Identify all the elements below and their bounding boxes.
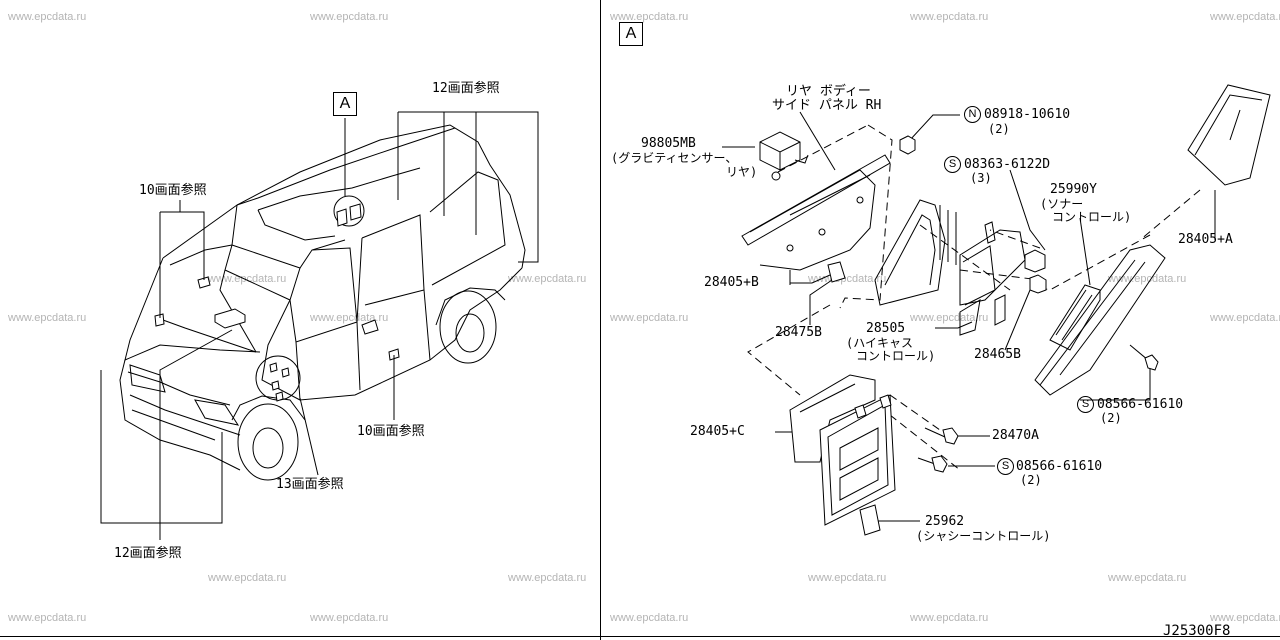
watermark: www.epcdata.ru xyxy=(1108,572,1187,584)
part-28405a: 28405+A xyxy=(1178,232,1233,247)
watermark: www.epcdata.ru xyxy=(310,312,389,324)
part-08566-61610-upper: 08566-61610 xyxy=(1097,397,1184,412)
ref-page13: 13画面参照 xyxy=(276,477,344,492)
part-08363-6122d: 08363-6122D xyxy=(964,157,1051,172)
watermark: www.epcdata.ru xyxy=(910,312,989,324)
rear-body-panel-label-2: サイド パネル RH xyxy=(772,98,882,113)
watermark: www.epcdata.ru xyxy=(208,273,287,285)
part-28475b: 28475B xyxy=(775,325,822,340)
screw-symbol: S xyxy=(1077,396,1094,413)
ref-page10-left: 10画面参照 xyxy=(139,183,207,198)
part-08566-lower-qty: (2) xyxy=(1020,473,1042,487)
ref-page12-top: 12画面参照 xyxy=(432,81,500,96)
watermark: www.epcdata.ru xyxy=(808,572,887,584)
part-98805mb-desc-2: リヤ) xyxy=(726,165,758,179)
panel-divider xyxy=(600,0,601,640)
watermark: www.epcdata.ru xyxy=(1210,11,1280,23)
part-08363-qty: (3) xyxy=(970,171,992,185)
watermark: www.epcdata.ru xyxy=(508,572,587,584)
watermark: www.epcdata.ru xyxy=(310,612,389,624)
part-25962: 25962 xyxy=(925,514,965,529)
screw-symbol: S xyxy=(944,156,961,173)
watermark: www.epcdata.ru xyxy=(310,11,389,23)
part-08918-qty: (2) xyxy=(988,122,1010,136)
watermark: www.epcdata.ru xyxy=(208,572,287,584)
part-25962-desc: (シャシーコントロール) xyxy=(916,529,1051,543)
view-marker-box-detail: A xyxy=(619,22,643,46)
watermark: www.epcdata.ru xyxy=(508,273,587,285)
part-98805mb-desc: (グラビティセンサー、 xyxy=(611,151,738,165)
bottom-rule xyxy=(0,636,1280,637)
part-08566-upper-qty: (2) xyxy=(1100,411,1122,425)
watermark: www.epcdata.ru xyxy=(910,11,989,23)
nut-symbol: N xyxy=(964,106,981,123)
watermark: www.epcdata.ru xyxy=(8,612,87,624)
part-28470a: 28470A xyxy=(992,428,1039,443)
view-marker-box: A xyxy=(333,92,357,116)
part-28505-desc: (ハイキャス xyxy=(846,336,913,350)
part-28505-desc-2: コントロール) xyxy=(856,349,936,363)
vehicle-drawing xyxy=(100,111,539,540)
part-25990y: 25990Y xyxy=(1050,182,1097,197)
part-28405c: 28405+C xyxy=(690,424,745,439)
watermark: www.epcdata.ru xyxy=(610,11,689,23)
watermark: www.epcdata.ru xyxy=(8,312,87,324)
rear-body-panel-label: リヤ ボディー xyxy=(786,84,871,99)
ref-page10-right: 10画面参照 xyxy=(357,424,425,439)
part-25990y-desc: (ソナー xyxy=(1040,197,1084,211)
part-28405b: 28405+B xyxy=(704,275,759,290)
screw-symbol: S xyxy=(997,458,1014,475)
ref-page12-bottom: 12画面参照 xyxy=(114,546,182,561)
watermark: www.epcdata.ru xyxy=(1210,312,1280,324)
watermark: www.epcdata.ru xyxy=(1210,612,1280,624)
diagram-code: J25300F8 xyxy=(1163,623,1231,639)
part-25990y-desc-2: コントロール) xyxy=(1052,210,1132,224)
part-28505: 28505 xyxy=(866,321,906,336)
part-08566-61610-lower: 08566-61610 xyxy=(1016,459,1103,474)
part-98805mb: 98805MB xyxy=(641,136,696,151)
watermark: www.epcdata.ru xyxy=(8,11,87,23)
watermark: www.epcdata.ru xyxy=(610,312,689,324)
part-08918-10610: 08918-10610 xyxy=(984,107,1071,122)
exploded-view xyxy=(722,84,1271,536)
watermark: www.epcdata.ru xyxy=(1108,273,1187,285)
part-28465b: 28465B xyxy=(974,347,1021,362)
watermark: www.epcdata.ru xyxy=(610,612,689,624)
watermark: www.epcdata.ru xyxy=(910,612,989,624)
